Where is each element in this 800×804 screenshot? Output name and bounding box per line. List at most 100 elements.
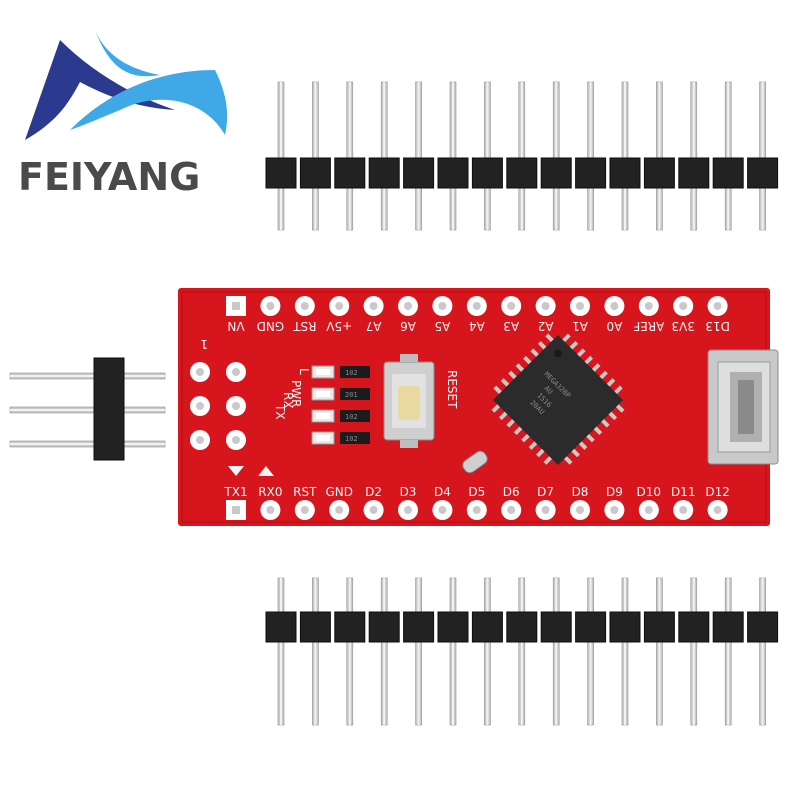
bottom-pin-label: TX1 [223,485,247,499]
top-header-housing [299,157,331,189]
bottom-header-housing [437,611,469,643]
top-header-housing [471,157,503,189]
bottom-pin-label: D11 [671,485,696,499]
resistor-code: 102 [345,369,358,377]
bottom-header-housing [368,611,400,643]
bottom-pin-label: GND [325,485,353,499]
logo-swoosh-dark [25,40,175,140]
chip-marking-2: AU [542,384,554,396]
bottom-pin-label: D4 [434,485,451,499]
bottom-pad-row [226,500,728,520]
icsp-pin-header [9,357,166,461]
bottom-pin-label: D2 [365,485,382,499]
top-header-housing [678,157,710,189]
bottom-pin-header [265,577,779,726]
top-header-housing [403,157,435,189]
bottom-header-housing [299,611,331,643]
bottom-header-housing [265,611,297,643]
brand-name: FEIYANG [18,155,200,199]
bottom-header-housing [540,611,572,643]
resistor-code: 102 [345,413,358,421]
status-leds: 102 201 102 102 [311,365,370,445]
top-pin-label: +5V [325,319,352,333]
top-pin-label: 3V3 [671,319,694,333]
reset-button [383,354,435,448]
top-pin-header [265,81,779,231]
top-pin-label: A1 [572,319,588,333]
bottom-header-housing [643,611,675,643]
board-pcb [178,288,770,526]
top-header-housing [643,157,675,189]
top-header-housing [334,157,366,189]
top-pin-label: A4 [469,319,485,333]
feiyang-logo: FEIYANG [18,30,228,199]
top-pin-label: A0 [606,319,622,333]
resistor-code: 201 [345,391,358,399]
bottom-pin-label: D9 [606,485,623,499]
top-header-housing [575,157,607,189]
top-pin-label: A2 [538,319,554,333]
bottom-pin-label: D12 [705,485,730,499]
top-header-housing [747,157,779,189]
bottom-pin-label: D10 [637,485,662,499]
top-header-housing [368,157,400,189]
top-pin-label: VN [227,319,244,333]
bottom-pin-labels: TX1 RX0 RST GND D2 D3 D4 D5 D6 D7 D8 D9 D10 D11 D12 [223,485,729,499]
top-header-housing [506,157,538,189]
bottom-pin-label: D6 [503,485,520,499]
bottom-pin-label: D5 [468,485,485,499]
logo-swoosh-light [70,70,228,135]
icsp-pad-block [190,362,246,450]
led-label: L [297,368,311,375]
reset-label: RESET [445,370,459,409]
top-pin-label: GND [257,319,285,333]
top-pin-label: A3 [503,319,519,333]
bottom-header-housing [506,611,538,643]
bottom-pin-label: D7 [537,485,554,499]
micro-usb-port [707,349,779,465]
bottom-pin-label: RX0 [258,485,282,499]
bottom-header-housing [334,611,366,643]
bottom-header-housing [747,611,779,643]
led-label: RX [281,392,295,409]
bottom-pin-label: RST [293,485,317,499]
top-header-housing [540,157,572,189]
bottom-header-housing [403,611,435,643]
bottom-header-housing [575,611,607,643]
top-pin-label: RST [292,319,316,333]
pin1-label: 1 [200,337,208,351]
bottom-header-housing [609,611,641,643]
top-pin-labels: VN GND RST +5V A7 A6 A5 A4 A3 A2 A1 A0 AREF 3V3 D13 [227,319,729,333]
bottom-header-housing [678,611,710,643]
led-label: TX [273,403,287,420]
top-pin-label: A7 [366,319,382,333]
icsp-housing [93,357,125,461]
bottom-header-housing [712,611,744,643]
resistor [340,366,370,378]
microcontroller-chip: MEGA328P AU 1516 20AU [491,333,625,466]
bottom-pin-label: D8 [572,485,589,499]
top-header-housing [712,157,744,189]
top-header-housing [437,157,469,189]
rx-arrow [258,466,274,476]
led-label: PWR [289,380,303,407]
top-pin-label: D13 [705,319,730,333]
top-header-housing [265,157,297,189]
top-pad-row [226,296,728,316]
resistor [340,410,370,422]
top-header-housing [609,157,641,189]
nano-board: VN GND RST +5V A7 A6 A5 A4 A3 A2 A1 A0 AREF 3V3 D13 TX… [178,288,779,526]
logo-swoosh-mid [95,30,160,77]
resistor-code: 102 [345,435,358,443]
resistor [340,432,370,444]
top-pin-label: A5 [434,319,450,333]
bottom-header-housing [471,611,503,643]
top-pin-label: AREF [633,319,664,333]
tx-arrow [228,466,244,476]
resistor [340,388,370,400]
bottom-pin-label: D3 [400,485,417,499]
crystal [462,450,488,474]
top-pin-label: A6 [400,319,416,333]
